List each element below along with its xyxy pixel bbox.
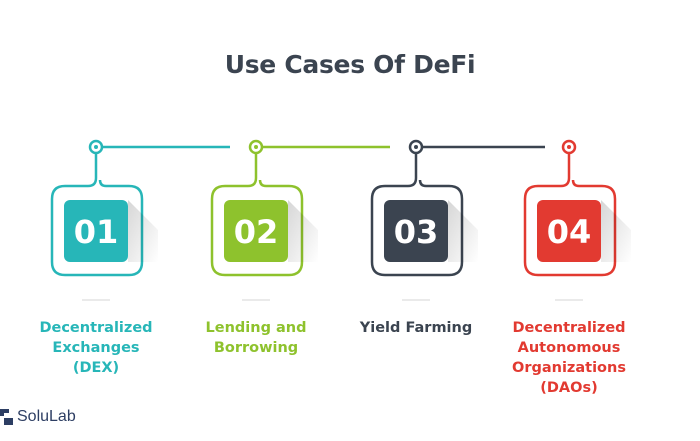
step-03-node-dot bbox=[414, 145, 418, 149]
step-04-label-line: Organizations bbox=[512, 360, 626, 376]
step-01-label-line: Exchanges bbox=[52, 340, 140, 356]
step-03: 03 bbox=[370, 139, 478, 301]
brand-logo: SoluLab bbox=[0, 405, 76, 429]
step-04-shadow bbox=[601, 200, 631, 262]
step-04-label-line: (DAOs) bbox=[540, 380, 598, 396]
step-01-label: Decentralized Exchanges (DEX) bbox=[21, 318, 171, 378]
step-04-label-line: Autonomous bbox=[517, 340, 621, 356]
step-01-number: 01 bbox=[74, 213, 119, 251]
step-04-stem bbox=[523, 153, 617, 277]
step-01: 01 bbox=[50, 139, 158, 301]
step-02: 02 bbox=[210, 139, 318, 301]
step-02-number: 02 bbox=[234, 213, 279, 251]
step-03-label-line: Yield Farming bbox=[359, 320, 473, 336]
step-04-square bbox=[537, 200, 601, 262]
step-02-label: Lending and Borrowing bbox=[181, 318, 331, 358]
step-03-number: 03 bbox=[394, 213, 439, 251]
step-01-shadow bbox=[128, 200, 158, 262]
step-04-label-line: Decentralized bbox=[512, 320, 626, 336]
step-03-stem bbox=[370, 153, 464, 277]
step-02-node-dot bbox=[254, 145, 258, 149]
step-02-label-line: Lending and bbox=[205, 320, 307, 336]
step-02-shadow bbox=[288, 200, 318, 262]
step-01-label-line: (DEX) bbox=[72, 360, 120, 376]
step-01-label-line: Decentralized bbox=[39, 320, 153, 336]
step-01-stem bbox=[50, 153, 144, 277]
step-02-label-line: Borrowing bbox=[213, 340, 299, 356]
brand-name: SoluLab bbox=[17, 408, 76, 425]
step-01-node-dot bbox=[94, 145, 98, 149]
step-02-square bbox=[224, 200, 288, 262]
step-03-label: Yield Farming bbox=[341, 318, 491, 338]
step-03-shadow bbox=[448, 200, 478, 262]
step-02-stem bbox=[210, 153, 304, 277]
solulab-logo-icon bbox=[0, 409, 13, 425]
step-04: 04 bbox=[523, 139, 631, 301]
step-01-square bbox=[64, 200, 128, 262]
step-04-label: Decentralized Autonomous Organizations (… bbox=[494, 318, 644, 398]
page-title: Use Cases Of DeFi bbox=[224, 50, 476, 79]
step-04-number: 04 bbox=[547, 213, 592, 251]
step-04-node-dot bbox=[567, 145, 571, 149]
step-03-square bbox=[384, 200, 448, 262]
